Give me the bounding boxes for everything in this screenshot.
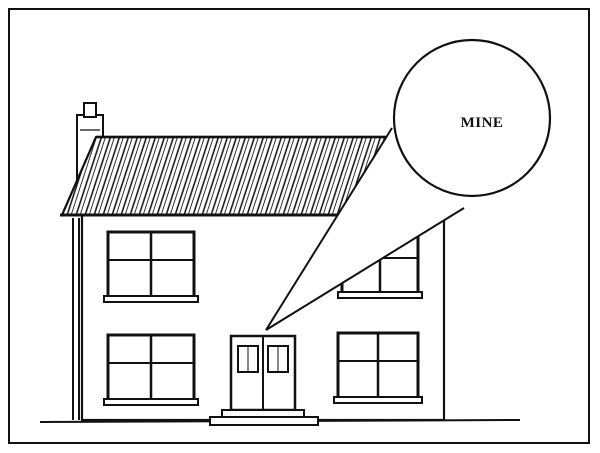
door-steps	[210, 410, 318, 425]
window	[334, 333, 422, 403]
window	[104, 335, 198, 405]
door	[231, 336, 295, 410]
window	[104, 232, 198, 302]
drainpipe	[73, 218, 79, 420]
bubble-text: MINE	[461, 115, 504, 131]
